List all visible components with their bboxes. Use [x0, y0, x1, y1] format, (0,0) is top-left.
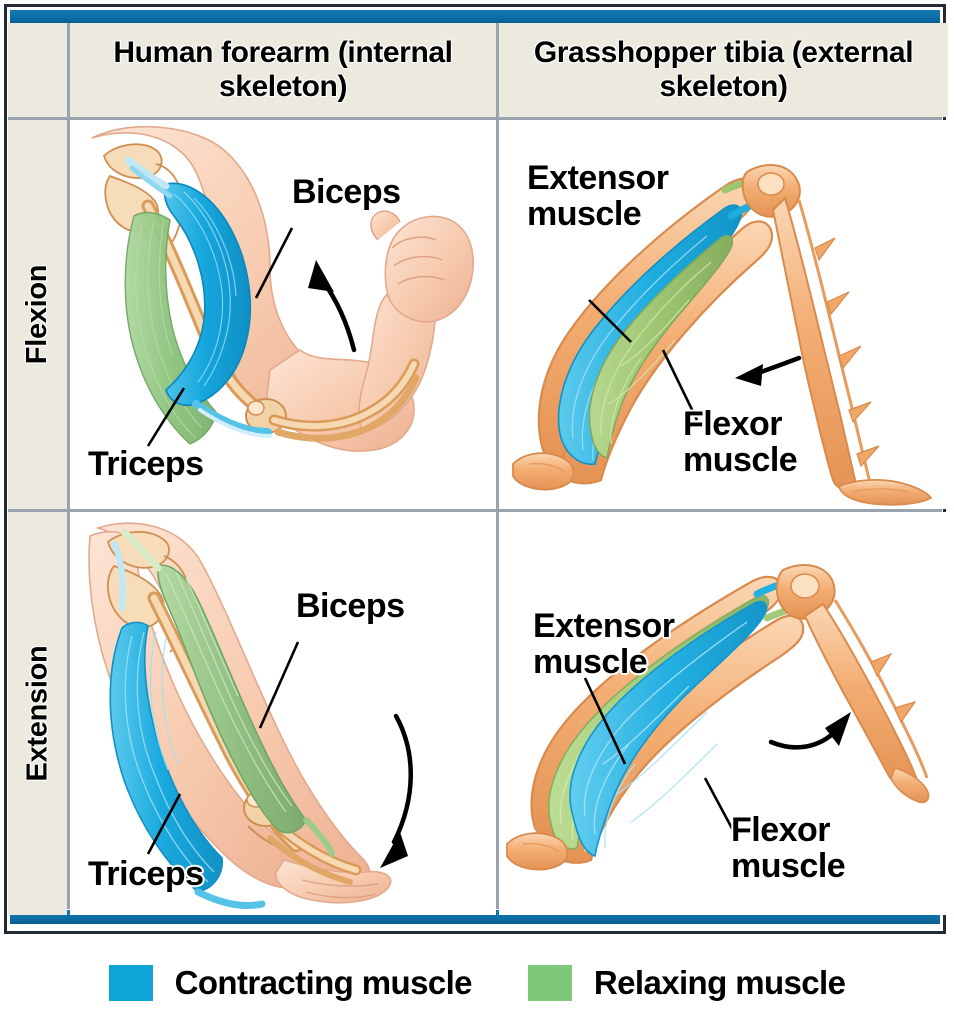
extensor-muscle	[569, 600, 768, 858]
human-forearm-flexion-illustration	[91, 125, 474, 452]
biceps-leader-line	[258, 641, 300, 729]
biceps-muscle	[163, 182, 252, 406]
legend-label-contracting: Contracting muscle	[174, 964, 473, 1001]
extensor-leader-line	[583, 677, 627, 765]
label-triceps-extension: Triceps	[88, 855, 204, 893]
legend: Contracting muscle Relaxing muscle	[0, 948, 954, 1018]
label-biceps-extension: Biceps	[296, 587, 405, 625]
femur-base	[506, 832, 569, 871]
column-header-human-forearm: Human forearm (internal skeleton)	[70, 23, 496, 117]
triceps-tendon-distal	[194, 888, 266, 909]
label-extensor-muscle-flexion: Extensor muscle	[527, 159, 669, 234]
comparison-table: Human forearm (internal skeleton) Grassh…	[8, 23, 948, 915]
extensor-muscle	[588, 234, 733, 459]
tarsus	[837, 479, 933, 506]
row-header-extension-label: Extension	[21, 645, 54, 782]
tibia-spines	[870, 652, 917, 724]
femur-base	[512, 452, 575, 491]
tibia-segment	[803, 602, 919, 786]
panel-human-extension: Biceps Triceps	[70, 512, 496, 915]
triceps-muscle	[109, 621, 223, 893]
biceps-tendon-distal	[192, 400, 272, 436]
label-flexor-muscle-flexion: Flexor muscle	[683, 405, 798, 480]
biceps-tendon-proximal	[124, 156, 170, 190]
human-forearm-extension-illustration	[88, 522, 413, 909]
label-triceps-flexion: Triceps	[88, 445, 204, 483]
label-flexor-muscle-extension: Flexor muscle	[731, 811, 846, 886]
triceps-tendon-proximal	[111, 541, 126, 611]
table-corner-cell	[8, 23, 67, 117]
flexor-leader-line	[661, 349, 699, 421]
fist	[370, 210, 474, 323]
triceps-leader-line	[146, 387, 186, 447]
flexion-motion-arrow	[308, 260, 357, 353]
biceps-tendon-proximal	[120, 528, 162, 572]
tarsus	[890, 767, 930, 804]
flexion-motion-arrow	[735, 355, 802, 386]
column-header-grasshopper-tibia: Grasshopper tibia (external skeleton)	[499, 23, 948, 117]
panel-grasshopper-flexion: Extensor muscle Flexor muscle	[499, 120, 948, 509]
flexor-leader-line	[703, 777, 737, 835]
panel-grasshopper-extension: Extensor muscle Flexor muscle	[499, 512, 948, 915]
row-header-flexion: Flexion	[8, 120, 67, 509]
legend-item-relaxing: Relaxing muscle	[527, 964, 846, 1002]
tibia-spines	[814, 237, 880, 468]
biceps-leader-line	[254, 227, 294, 299]
knee-joint	[741, 164, 801, 218]
label-extensor-muscle-extension: Extensor muscle	[533, 607, 675, 682]
biceps-tendon-distal	[303, 817, 335, 857]
hand	[275, 859, 392, 904]
triceps-leader-line	[146, 793, 182, 855]
legend-swatch-relaxing	[527, 965, 572, 1001]
extensor-leader-line	[588, 299, 632, 343]
grasshopper-tibia-extension-illustration	[506, 564, 930, 871]
legend-label-relaxing: Relaxing muscle	[593, 964, 846, 1001]
grasshopper-tibia-flexion-illustration	[512, 164, 933, 506]
top-accent-bar	[10, 10, 940, 23]
extension-motion-arrow	[380, 713, 413, 868]
legend-item-contracting: Contracting muscle	[108, 964, 473, 1002]
extension-motion-arrow	[768, 712, 851, 750]
row-header-flexion-label: Flexion	[21, 264, 54, 365]
legend-swatch-contracting	[108, 965, 153, 1001]
label-biceps-flexion: Biceps	[292, 173, 401, 211]
panel-human-flexion: Biceps Triceps	[70, 120, 496, 509]
row-header-extension: Extension	[8, 512, 67, 915]
